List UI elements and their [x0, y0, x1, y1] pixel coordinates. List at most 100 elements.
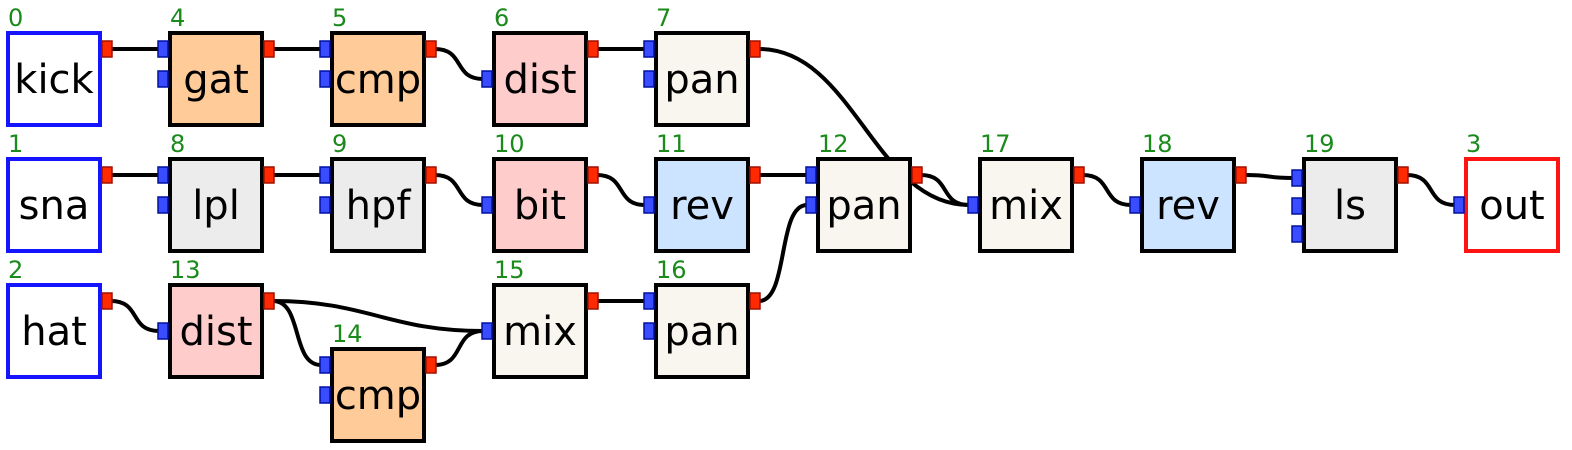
- node-13-label: dist: [179, 309, 252, 355]
- node-0-box[interactable]: [6, 31, 102, 127]
- node-8-input-port-1[interactable]: [157, 196, 169, 214]
- node-16-output-port[interactable]: [749, 292, 761, 310]
- node-3-input-port-0[interactable]: [1453, 196, 1465, 214]
- node-12-input-port-0[interactable]: [805, 166, 817, 184]
- node-18-output-port[interactable]: [1235, 166, 1247, 184]
- node-17-box[interactable]: [978, 157, 1074, 253]
- node-17-output-port[interactable]: [1073, 166, 1085, 184]
- node-4-output-port[interactable]: [263, 40, 275, 58]
- node-1-label: sna: [19, 183, 90, 229]
- node-4-input-port-0[interactable]: [157, 40, 169, 58]
- node-12-input-port-1[interactable]: [805, 196, 817, 214]
- node-5-output-port[interactable]: [425, 40, 437, 58]
- node-14-input-port-1[interactable]: [319, 386, 331, 404]
- node-5-box[interactable]: [330, 31, 426, 127]
- node-12-output-port[interactable]: [911, 166, 923, 184]
- node-13-box[interactable]: [168, 283, 264, 379]
- node-2-output-port[interactable]: [101, 292, 113, 310]
- node-6-output-port[interactable]: [587, 40, 599, 58]
- node-15-output-port[interactable]: [587, 292, 599, 310]
- node-13-input-port-0[interactable]: [157, 322, 169, 340]
- node-19-output-port[interactable]: [1397, 166, 1409, 184]
- node-5-input-port-0[interactable]: [319, 40, 331, 58]
- node-16-input-port-0[interactable]: [643, 292, 655, 310]
- node-7-output-port[interactable]: [749, 40, 761, 58]
- node-3-box[interactable]: [1464, 157, 1560, 253]
- node-8-box[interactable]: [168, 157, 264, 253]
- node-2-box[interactable]: [6, 283, 102, 379]
- node-10-index: 10: [494, 130, 525, 158]
- node-15-input-port-0[interactable]: [481, 322, 493, 340]
- node-9-input-port-1[interactable]: [319, 196, 331, 214]
- node-11-box[interactable]: [654, 157, 750, 253]
- node-16-input-port-1[interactable]: [643, 322, 655, 340]
- wire-10-to-11: [596, 173, 646, 207]
- node-14-input-port-0[interactable]: [319, 356, 331, 374]
- wire-17-to-18: [1082, 173, 1132, 207]
- node-8-input-port-0[interactable]: [157, 166, 169, 184]
- node-10-input-port-0[interactable]: [481, 196, 493, 214]
- node-12-box[interactable]: [816, 157, 912, 253]
- node-14-output-port[interactable]: [425, 356, 437, 374]
- node-18-input-port-0[interactable]: [1129, 196, 1141, 214]
- wire-7-to-17: [758, 47, 970, 207]
- node-4-label: gat: [183, 57, 249, 103]
- node-7-box[interactable]: [654, 31, 750, 127]
- node-6-input-port-0[interactable]: [481, 70, 493, 88]
- node-8-output-port[interactable]: [263, 166, 275, 184]
- wire-9-to-10: [434, 173, 484, 207]
- node-0-output-port[interactable]: [101, 40, 113, 58]
- node-19-box[interactable]: [1302, 157, 1398, 253]
- node-6-box[interactable]: [492, 31, 588, 127]
- node-4-input-port-1[interactable]: [157, 70, 169, 88]
- node-4-box[interactable]: [168, 31, 264, 127]
- node-17-input-port-0[interactable]: [967, 196, 979, 214]
- node-9-box[interactable]: [330, 157, 426, 253]
- node-10-output-port[interactable]: [587, 166, 599, 184]
- node-8-index: 8: [170, 130, 185, 158]
- node-1-output-port[interactable]: [101, 166, 113, 184]
- node-7-index: 7: [656, 4, 671, 32]
- node-14-box[interactable]: [330, 347, 426, 443]
- node-11-output-port[interactable]: [749, 166, 761, 184]
- node-6-label: dist: [503, 57, 576, 103]
- node-7-input-port-1[interactable]: [643, 70, 655, 88]
- node-19-input-port-2[interactable]: [1291, 225, 1303, 243]
- node-1-box[interactable]: [6, 157, 102, 253]
- node-7-input-port-0[interactable]: [643, 40, 655, 58]
- node-15-box[interactable]: [492, 283, 588, 379]
- node-5-input-port-1[interactable]: [319, 70, 331, 88]
- node-19-input-port-0[interactable]: [1291, 169, 1303, 187]
- node-9-output-port[interactable]: [425, 166, 437, 184]
- node-9-input-port-0[interactable]: [319, 166, 331, 184]
- wire-13-to-14: [272, 299, 322, 367]
- wire-layer: [110, 47, 1456, 367]
- node-19-input-port-1[interactable]: [1291, 197, 1303, 215]
- node-10-box[interactable]: [492, 157, 588, 253]
- node-16-box[interactable]: [654, 283, 750, 379]
- node-11-input-port-0[interactable]: [643, 196, 655, 214]
- node-13-output-port[interactable]: [263, 292, 275, 310]
- wire-5-to-6: [434, 47, 484, 81]
- node-18-box[interactable]: [1140, 157, 1236, 253]
